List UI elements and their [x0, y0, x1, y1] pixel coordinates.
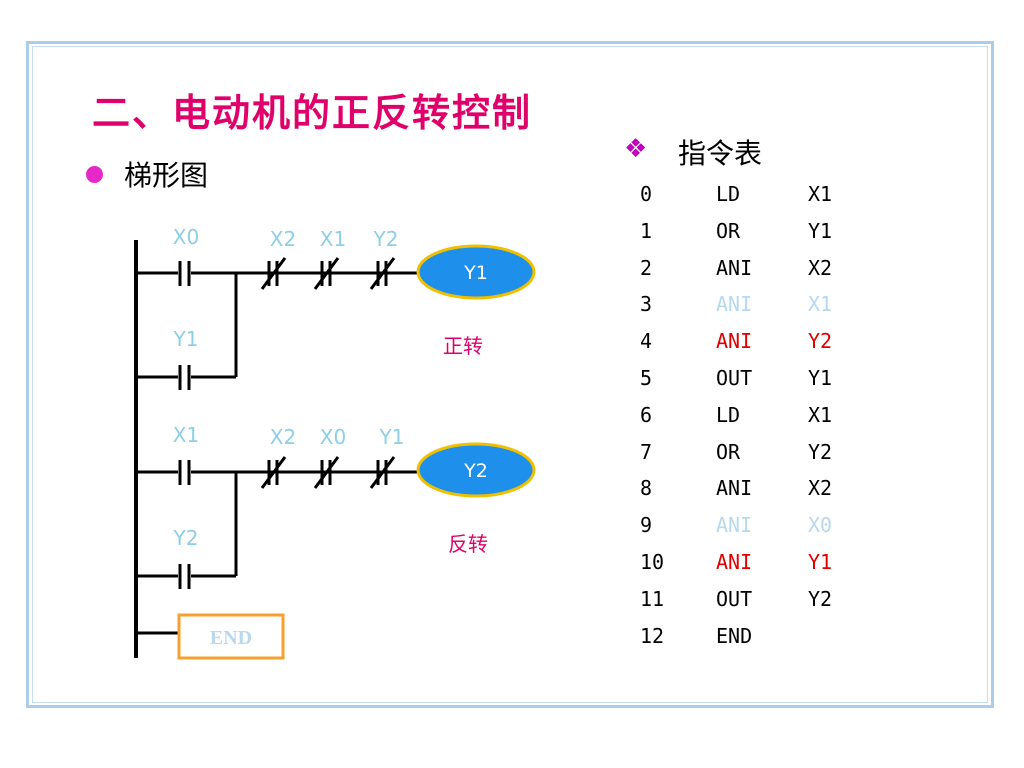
instruction-operand: Y2 [808, 586, 833, 611]
instruction-step: 5 [640, 366, 653, 390]
instruction-row: 3 ANI X1 [632, 286, 862, 322]
instruction-row: 0 LD X1 [632, 176, 862, 212]
instruction-row: 6 LD X1 [632, 397, 862, 433]
instruction-operand: X1 [808, 292, 833, 317]
diamond-bullet-icon: ❖ [624, 134, 648, 164]
instruction-row: 10 ANI Y1 [632, 544, 862, 580]
contact-no-x1 [178, 460, 191, 485]
reverse-note: 反转 [448, 532, 488, 556]
instruction-opcode: ANI [716, 292, 753, 317]
instruction-opcode: OUT [716, 366, 753, 390]
instruction-row: 4 ANI Y2 [632, 323, 862, 359]
instruction-opcode: LD [716, 182, 741, 206]
contact-no-y2-branch [178, 564, 191, 589]
bullet-circle-icon [86, 166, 103, 183]
instruction-operand: X0 [808, 513, 833, 538]
instruction-opcode: ANI [716, 476, 753, 501]
instruction-step: 6 [640, 402, 653, 427]
instruction-step: 12 [640, 623, 665, 648]
instruction-step: 1 [640, 218, 653, 243]
instruction-operand: Y1 [808, 366, 833, 390]
contact-nc-x2-rung2 [260, 456, 287, 489]
contact-label-x2: X2 [270, 227, 296, 251]
slide-frame-inner [32, 46, 988, 703]
instruction-opcode: OR [716, 439, 741, 464]
coil-y2: Y2 [416, 442, 536, 498]
instruction-step: 3 [640, 292, 653, 317]
contact-nc-x2 [260, 257, 287, 290]
contact-nc-x0 [313, 456, 340, 489]
slide-title: 二、电动机的正反转控制 [92, 90, 533, 135]
instruction-row: 1 OR Y1 [632, 213, 862, 249]
instruction-operand: Y1 [808, 218, 833, 243]
coil-label-y2: Y2 [463, 460, 488, 482]
instruction-opcode: ANI [716, 329, 753, 354]
contact-label-x1-rung2: X1 [173, 423, 199, 447]
instruction-operand: X2 [808, 476, 833, 501]
contact-label-y2: Y2 [373, 227, 399, 251]
instruction-operand: X1 [808, 182, 833, 206]
contact-no-y1-branch [178, 365, 191, 390]
instruction-operand: Y1 [808, 550, 833, 574]
instruction-step: 0 [640, 182, 653, 206]
instruction-row: 7 OR Y2 [632, 434, 862, 470]
instruction-row: 8 ANI X2 [632, 470, 862, 506]
contact-label-x0-rung2: X0 [320, 425, 346, 449]
instruction-row: 2 ANI X2 [632, 250, 862, 286]
instruction-operand: X1 [808, 402, 833, 427]
instruction-operand: Y2 [808, 329, 833, 354]
contact-nc-y2 [369, 257, 396, 290]
contact-label-y1-branch: Y1 [173, 327, 199, 351]
contact-no-x0 [178, 261, 191, 286]
instruction-row: 5 OUT Y1 [632, 360, 862, 396]
instruction-step: 10 [640, 550, 665, 574]
instruction-row: 11 OUT Y2 [632, 581, 862, 617]
instruction-step: 4 [640, 329, 653, 354]
contact-label-x2-rung2: X2 [270, 425, 296, 449]
end-box [177, 613, 285, 660]
instruction-opcode: ANI [716, 513, 753, 538]
instruction-step: 11 [640, 586, 665, 611]
instruction-opcode: OR [716, 218, 741, 243]
coil-y1: Y1 [416, 244, 536, 300]
instruction-row: 9 ANI X0 [632, 507, 862, 543]
instruction-step: 9 [640, 513, 653, 538]
instruction-operand: Y2 [808, 439, 833, 464]
contact-label-x0: X0 [173, 225, 199, 249]
contact-label-y2-branch: Y2 [173, 526, 199, 550]
instruction-opcode: END [716, 623, 753, 648]
instruction-opcode: LD [716, 402, 741, 427]
forward-note: 正转 [443, 334, 483, 358]
instruction-step: 7 [640, 439, 653, 464]
ladder-diagram-heading: 梯形图 [124, 159, 209, 192]
instruction-step: 8 [640, 476, 653, 501]
coil-label-y1: Y1 [463, 262, 488, 284]
contact-label-x1: X1 [320, 227, 346, 251]
contact-nc-x1 [313, 257, 340, 290]
end-label: END [210, 627, 252, 649]
instruction-opcode: OUT [716, 586, 753, 611]
instruction-step: 2 [640, 255, 653, 280]
contact-label-y1-rung2: Y1 [379, 425, 405, 449]
slide-frame [26, 41, 994, 708]
instruction-row: 12 END [632, 618, 862, 654]
instruction-opcode: ANI [716, 255, 753, 280]
instruction-operand: X2 [808, 255, 833, 280]
instruction-opcode: ANI [716, 550, 753, 574]
contact-nc-y1 [369, 456, 396, 489]
instruction-table-heading: 指令表 [678, 137, 763, 170]
